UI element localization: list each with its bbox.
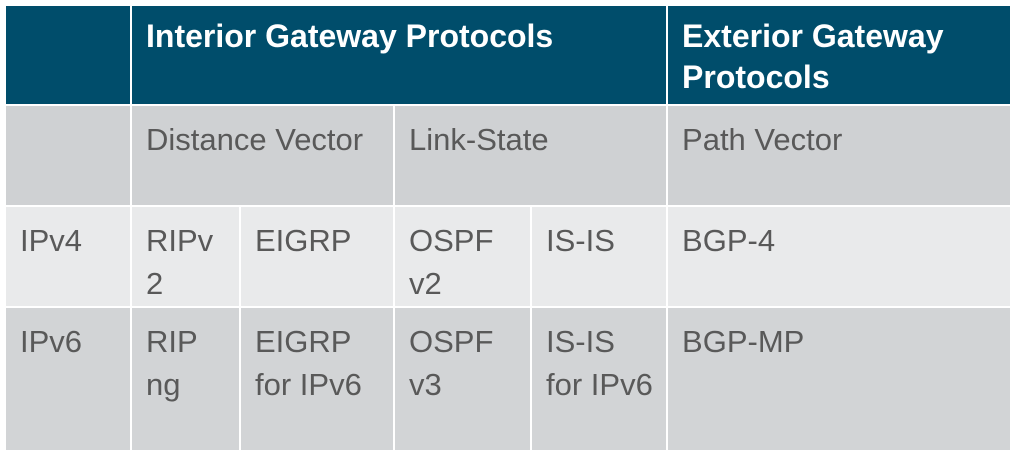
link-state-header: Link-State — [392, 104, 669, 207]
bgp-cell: BGP-MP — [666, 306, 1013, 452]
routing-protocols-table: Interior Gateway Protocols Exterior Gate… — [4, 4, 1013, 452]
ospf-cell: OSPF v3 — [393, 306, 532, 452]
igp-header: Interior Gateway Protocols — [129, 4, 669, 106]
table-row-ipv6: IPv6 RIP ng EIGRP for IPv6 OSPF v3 IS-IS… — [4, 306, 1013, 452]
row-label: IPv6 — [4, 306, 132, 452]
path-vector-header: Path Vector — [666, 104, 1013, 207]
egp-header: Exterior Gateway Protocols — [666, 4, 1013, 106]
subheader-corner-cell — [4, 104, 132, 207]
rip-cell: RIP ng — [130, 306, 241, 452]
row-label: IPv4 — [4, 205, 132, 308]
routing-protocols-table-container: Interior Gateway Protocols Exterior Gate… — [4, 4, 1013, 452]
rip-cell: RIPv2 — [130, 205, 241, 308]
eigrp-cell: EIGRP — [239, 205, 395, 308]
subheader-row: Distance Vector Link-State Path Vector — [4, 104, 1013, 207]
ospf-cell: OSPF v2 — [393, 205, 532, 308]
header-row: Interior Gateway Protocols Exterior Gate… — [4, 4, 1013, 106]
isis-cell: IS-IS for IPv6 — [529, 306, 669, 452]
bgp-cell: BGP-4 — [666, 205, 1013, 308]
header-corner-cell — [4, 4, 132, 106]
table-row-ipv4: IPv4 RIPv2 EIGRP OSPF v2 IS-IS BGP-4 — [4, 205, 1013, 308]
distance-vector-header: Distance Vector — [130, 104, 395, 207]
isis-cell: IS-IS — [529, 205, 669, 308]
eigrp-cell: EIGRP for IPv6 — [239, 306, 395, 452]
